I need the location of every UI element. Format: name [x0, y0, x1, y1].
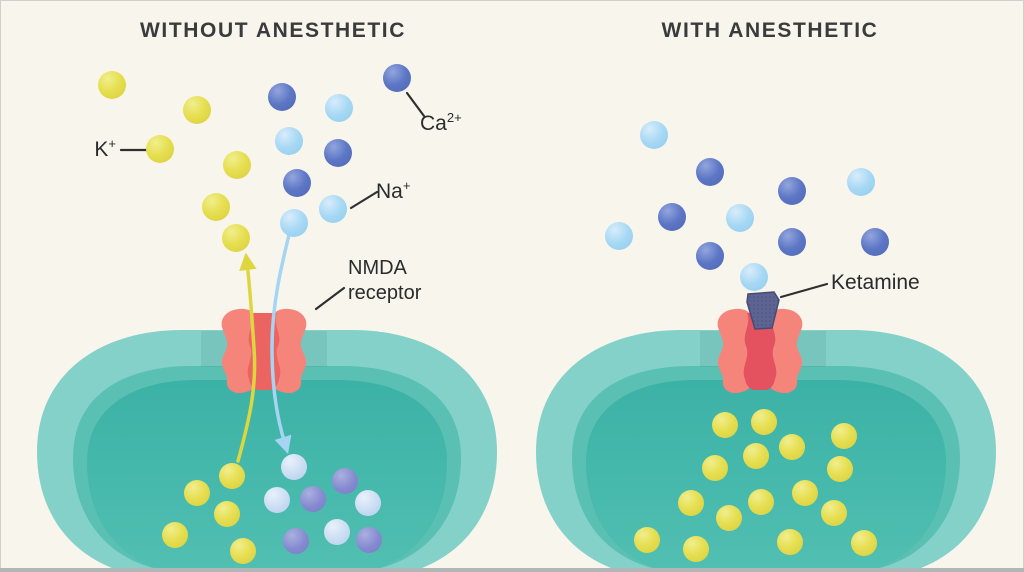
ion-ca [861, 228, 889, 256]
ion-k [792, 480, 818, 506]
ion-k [683, 536, 709, 562]
ion-ca_in [356, 527, 382, 553]
ion-k [98, 71, 126, 99]
ion-k [214, 501, 240, 527]
ion-na_in [324, 519, 350, 545]
image-bottom-border [0, 568, 1024, 572]
ion-k [779, 434, 805, 460]
ion-k [183, 96, 211, 124]
ion-na_in [264, 487, 290, 513]
ion-na [605, 222, 633, 250]
ion-k [219, 463, 245, 489]
ion-ca [778, 177, 806, 205]
ion-na [319, 195, 347, 223]
ion-k [678, 490, 704, 516]
ion-na [280, 209, 308, 237]
ion-na [847, 168, 875, 196]
ketamine-pointer-line [779, 282, 829, 299]
ion-k [184, 480, 210, 506]
label-nmda-receptor: NMDA receptor [348, 257, 422, 304]
ion-ca [324, 139, 352, 167]
label-k: K+ [94, 136, 116, 161]
na-pointer-line [349, 190, 379, 210]
ion-k [162, 522, 188, 548]
label-ca: Ca2+ [420, 110, 462, 135]
ion-ca [778, 228, 806, 256]
na-influx-arrow [270, 229, 292, 455]
ca-pointer-line [405, 91, 426, 118]
ion-ca_in [300, 486, 326, 512]
ion-k [146, 135, 174, 163]
ion-na_in [355, 490, 381, 516]
ion-ca_in [332, 468, 358, 494]
ion-k [743, 443, 769, 469]
label-ketamine: Ketamine [831, 271, 920, 294]
ion-na [726, 204, 754, 232]
ion-k [751, 409, 777, 435]
ion-ca [283, 169, 311, 197]
label-na: Na+ [376, 178, 411, 203]
ion-k [223, 151, 251, 179]
title-without-anesthetic: WITHOUT ANESTHETIC [139, 19, 407, 42]
ion-k [702, 455, 728, 481]
ion-ca [383, 64, 411, 92]
ion-k [230, 538, 256, 564]
ion-k [831, 423, 857, 449]
ion-k [634, 527, 660, 553]
ion-k [716, 505, 742, 531]
ion-k [777, 529, 803, 555]
ion-ca [696, 242, 724, 270]
ion-na [275, 127, 303, 155]
ion-na [640, 121, 668, 149]
ion-na_in [281, 454, 307, 480]
ion-k [222, 224, 250, 252]
ion-ca [268, 83, 296, 111]
nmda-pointer-line [314, 286, 346, 311]
ion-na [740, 263, 768, 291]
title-with-anesthetic: WITH ANESTHETIC [661, 19, 879, 42]
ion-ca [696, 158, 724, 186]
ion-k [821, 500, 847, 526]
ion-k [827, 456, 853, 482]
k-efflux-arrow [236, 252, 257, 463]
ion-k [748, 489, 774, 515]
ion-k [202, 193, 230, 221]
ion-ca_in [283, 528, 309, 554]
ion-k [851, 530, 877, 556]
ion-ca [658, 203, 686, 231]
ion-na [325, 94, 353, 122]
ion-k [712, 412, 738, 438]
